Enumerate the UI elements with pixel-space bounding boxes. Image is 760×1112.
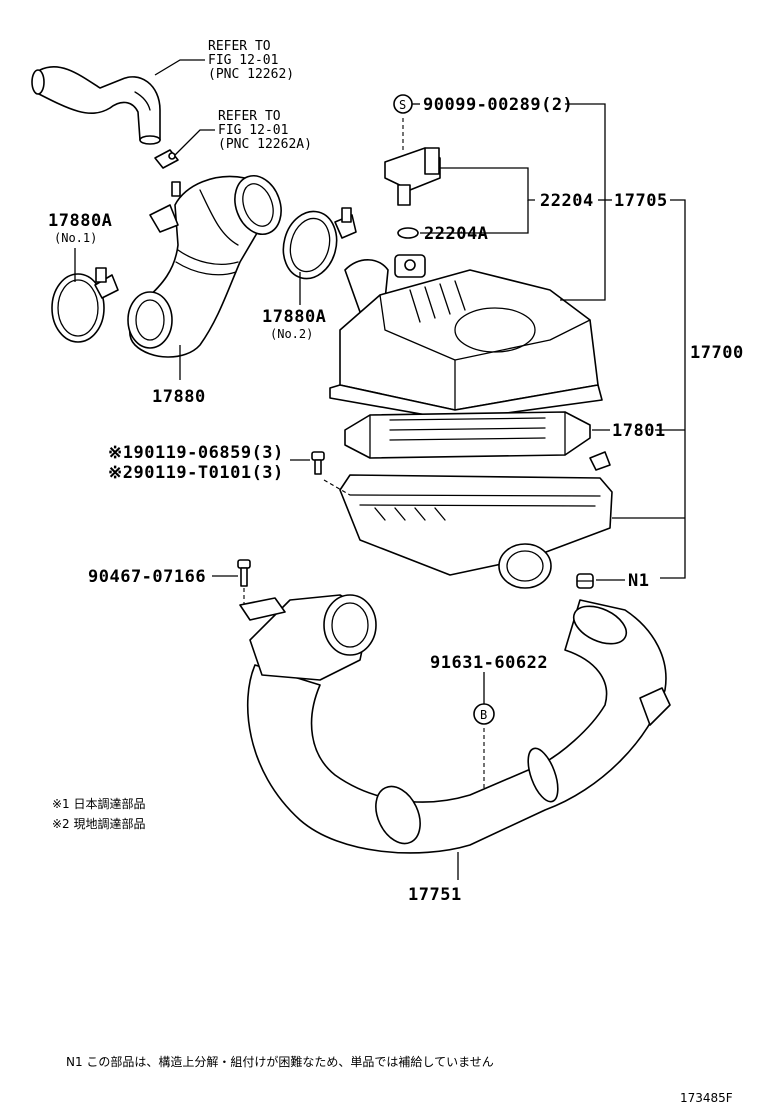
refer-top-line1: REFER TO [208, 39, 271, 54]
air-filter-element-17801 [344, 411, 591, 459]
note-japan-sourced: ※1 日本調達部品 [52, 796, 146, 811]
refer-mid-leader [174, 129, 215, 156]
s-mark-letter: S [399, 98, 406, 112]
screw-90119-dash [323, 479, 351, 496]
o-ring-22204A [397, 227, 419, 239]
label-17751: 17751 [408, 885, 462, 905]
label-17705: 17705 [614, 191, 668, 211]
label-17880A-no1-sub: (No.1) [54, 231, 97, 245]
p17700-bracket [660, 199, 686, 579]
label-17880A-no2: 17880A [262, 307, 326, 327]
label-17880A-no2-sub: (No.2) [270, 327, 313, 341]
air-duct-17751 [239, 594, 671, 854]
grommet-n1 [576, 573, 594, 589]
refer-mid-line1: REFER TO [218, 109, 281, 124]
refer-top-line3: (PNC 12262) [208, 67, 294, 82]
label-17700: 17700 [690, 343, 744, 363]
hose-clamp-17880A-no1 [51, 267, 119, 343]
p22204A-leader [420, 200, 529, 234]
refer-mid-line2: FIG 12-01 [218, 123, 288, 138]
label-90467: 90467-07166 [88, 567, 206, 587]
refer-top-leader [154, 59, 205, 76]
label-n1: N1 [628, 571, 649, 591]
air-cleaner-cap-17705 [329, 254, 603, 421]
intake-hose-upper [31, 65, 161, 145]
b-mark-letter: B [480, 708, 487, 722]
bolt-90467 [237, 559, 251, 587]
label-90099: 90099-00289(2) [423, 95, 573, 115]
refer-top-line2: FIG 12-01 [208, 53, 278, 68]
label-17801: 17801 [612, 421, 666, 441]
note-local-sourced: ※2 現地調達部品 [52, 816, 146, 831]
p90099-bracket [560, 103, 606, 301]
label-17880A-no1: 17880A [48, 211, 112, 231]
footnote-n1: N1 この部品は、構造上分解・組付けが困難なため、単品では補給していません [66, 1054, 494, 1069]
label-22204A: 22204A [424, 224, 488, 244]
hose-clamp-17880A-no2 [282, 207, 357, 280]
label-90119-2: ※290119-T0101(3) [108, 463, 284, 483]
label-17880: 17880 [152, 387, 206, 407]
p22204-leader [440, 167, 535, 201]
air-flow-meter-22204 [384, 147, 441, 206]
label-91631: 91631-60622 [430, 653, 548, 673]
intake-hose-17880 [127, 175, 282, 358]
screw-90119 [311, 451, 325, 475]
refer-mid-line3: (PNC 12262A) [218, 137, 312, 152]
figure-code: 173485F [680, 1091, 733, 1105]
air-cleaner-case [339, 451, 613, 589]
label-90119-1: ※190119-06859(3) [108, 443, 284, 463]
label-22204: 22204 [540, 191, 594, 211]
hose-clamp-small [154, 149, 179, 169]
